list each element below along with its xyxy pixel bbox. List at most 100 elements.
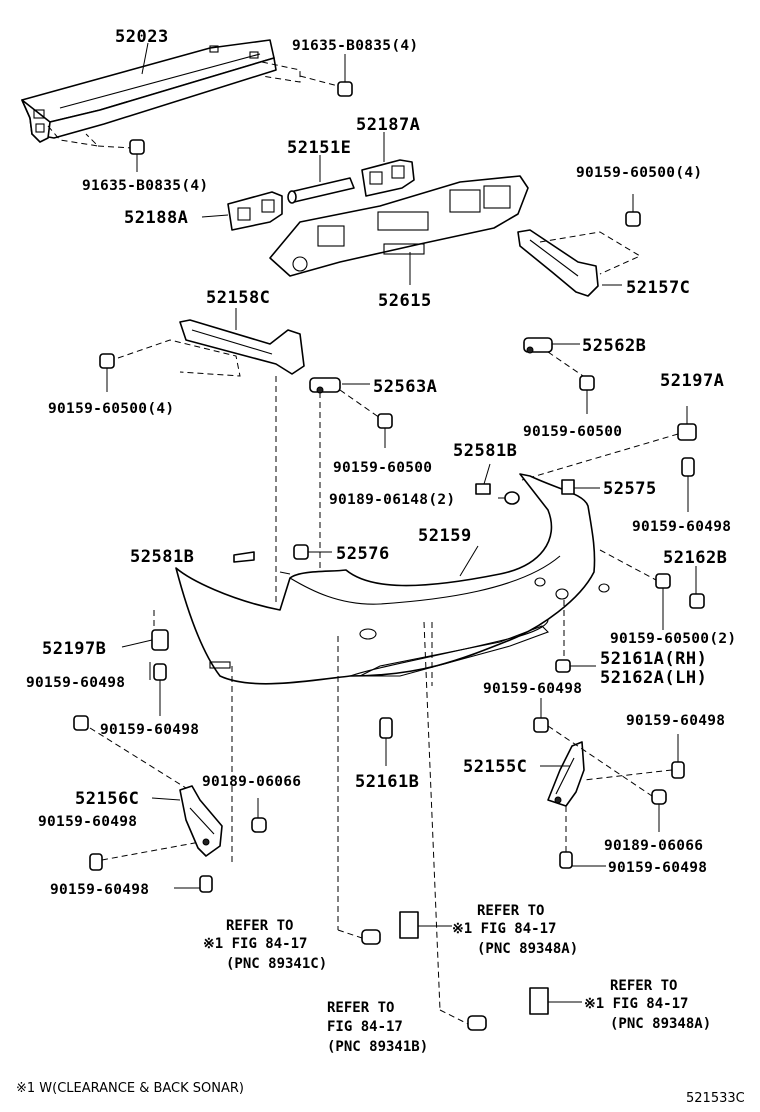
refer-line: REFER TO bbox=[327, 1000, 394, 1016]
sonar-sensor-drawing bbox=[467, 1015, 487, 1031]
bolt-drawing bbox=[625, 194, 641, 227]
sensor-52563A-drawing bbox=[309, 377, 341, 394]
sonar-sensor-drawing bbox=[361, 929, 381, 945]
clip-90189-drawing bbox=[651, 789, 667, 832]
figure-id: 521533C bbox=[686, 1091, 745, 1106]
refer-line: FIG 84-17 bbox=[327, 1019, 403, 1035]
label-52563A: 52563A bbox=[373, 377, 437, 397]
bracket-52187A-drawing bbox=[361, 159, 415, 197]
label-52581B-left: 52581B bbox=[130, 547, 194, 567]
label-52161B: 52161B bbox=[355, 772, 419, 792]
screw-drawing bbox=[681, 457, 695, 512]
bolt-drawing bbox=[533, 698, 549, 733]
label-52576: 52576 bbox=[336, 544, 390, 564]
screw-drawing bbox=[153, 663, 167, 716]
bumper-cover-52159-drawing bbox=[175, 473, 610, 685]
energy-absorber-drawing bbox=[269, 175, 529, 277]
label-91635-B0835-bottom: 91635-B0835(4) bbox=[82, 178, 208, 194]
label-52615: 52615 bbox=[378, 291, 432, 311]
refer-line: REFER TO bbox=[610, 978, 677, 994]
refer-line: REFER TO bbox=[477, 903, 544, 919]
bracket-52581B-left-drawing bbox=[233, 551, 255, 563]
clip-90189-drawing bbox=[251, 798, 267, 833]
clip-90189-drawing bbox=[504, 491, 520, 505]
label-52023: 52023 bbox=[115, 27, 169, 47]
label-52188A: 52188A bbox=[124, 208, 188, 228]
cap-52161A-drawing bbox=[555, 659, 571, 673]
label-90189-06148: 90189-06148(2) bbox=[329, 492, 455, 508]
screw-drawing bbox=[199, 875, 213, 893]
label-90159-60500-4-left: 90159-60500(4) bbox=[48, 401, 174, 417]
refer-line: (PNC 89341C) bbox=[226, 956, 327, 972]
screw-52161B-drawing bbox=[379, 717, 393, 766]
bracket-52188A-drawing bbox=[227, 191, 283, 231]
retainer-52576-drawing bbox=[293, 544, 309, 560]
bolt-drawing bbox=[377, 413, 393, 448]
label-52197B: 52197B bbox=[42, 639, 106, 659]
label-52162B: 52162B bbox=[663, 548, 727, 568]
label-52159: 52159 bbox=[418, 526, 472, 546]
label-90189-06066-right: 90189-06066 bbox=[604, 838, 703, 854]
refer-line: (PNC 89348A) bbox=[610, 1016, 711, 1032]
label-90159-60498-d: 90159-60498 bbox=[100, 722, 199, 738]
footnote: ※1 W(CLEARANCE & BACK SONAR) bbox=[16, 1081, 244, 1096]
refer-line: (PNC 89348A) bbox=[477, 941, 578, 957]
refer-line: REFER TO bbox=[226, 918, 293, 934]
bracket-52581B-top-drawing bbox=[475, 483, 491, 495]
bracket-52156C-drawing bbox=[179, 785, 223, 857]
bracket-52155C-drawing bbox=[547, 741, 585, 807]
bolt-drawing bbox=[73, 715, 89, 731]
clip-52197B-drawing bbox=[151, 629, 169, 651]
refer-line: (PNC 89341B) bbox=[327, 1039, 428, 1055]
label-52161A-RH: 52161A(RH) bbox=[600, 649, 707, 669]
side-bracket-52157C-drawing bbox=[517, 229, 599, 297]
label-90159-60500-2: 90159-60500(2) bbox=[610, 631, 736, 647]
screw-drawing bbox=[671, 734, 685, 779]
label-52197A: 52197A bbox=[660, 371, 724, 391]
side-bracket-52158C-drawing bbox=[179, 319, 305, 375]
screw-drawing bbox=[559, 851, 573, 869]
retainer-52575-drawing bbox=[561, 479, 575, 495]
refer-line: ※1 FIG 84-17 bbox=[203, 936, 307, 952]
bolt-drawing bbox=[655, 573, 671, 630]
clip-52197A-drawing bbox=[677, 406, 697, 441]
refer-line: ※1 FIG 84-17 bbox=[452, 921, 556, 937]
label-52151E: 52151E bbox=[287, 138, 351, 158]
screw-drawing bbox=[89, 853, 103, 871]
label-52562B: 52562B bbox=[582, 336, 646, 356]
label-52581B-top: 52581B bbox=[453, 441, 517, 461]
reinforcement-beam-drawing bbox=[21, 39, 277, 143]
sensor-52562B-drawing bbox=[523, 337, 553, 354]
bolt-drawing bbox=[579, 375, 595, 414]
label-90189-06066-left: 90189-06066 bbox=[202, 774, 301, 790]
bolt-drawing bbox=[337, 74, 353, 97]
label-52156C: 52156C bbox=[75, 789, 139, 809]
label-52158C: 52158C bbox=[206, 288, 270, 308]
label-52157C: 52157C bbox=[626, 278, 690, 298]
label-90159-60498-f: 90159-60498 bbox=[38, 814, 137, 830]
label-52155C: 52155C bbox=[463, 757, 527, 777]
refer-line: ※1 FIG 84-17 bbox=[584, 996, 688, 1012]
label-90159-60498-g: 90159-60498 bbox=[608, 860, 707, 876]
refer-note-89348A-a: REFER TO ※1 FIG 84-17 (PNC 89348A) bbox=[452, 903, 578, 957]
cap-52162B-drawing bbox=[689, 593, 705, 609]
sonar-bracket-drawing bbox=[529, 987, 549, 1015]
label-90159-60500-a: 90159-60500 bbox=[523, 424, 622, 440]
sonar-bracket-drawing bbox=[399, 911, 419, 939]
label-52187A: 52187A bbox=[356, 115, 420, 135]
label-90159-60498-b: 90159-60498 bbox=[26, 675, 125, 691]
label-90159-60498-h: 90159-60498 bbox=[50, 882, 149, 898]
label-91635-B0835-top: 91635-B0835(4) bbox=[292, 38, 418, 54]
refer-note-89341B: REFER TO FIG 84-17 (PNC 89341B) bbox=[327, 1000, 428, 1055]
label-90159-60500-b: 90159-60500 bbox=[333, 460, 432, 476]
bolt-drawing bbox=[129, 139, 145, 172]
label-52162A-LH: 52162A(LH) bbox=[600, 668, 707, 688]
refer-note-89348A-b: REFER TO ※1 FIG 84-17 (PNC 89348A) bbox=[584, 978, 711, 1032]
label-90159-60498-c: 90159-60498 bbox=[483, 681, 582, 697]
label-90159-60500-4-right: 90159-60500(4) bbox=[576, 165, 702, 181]
label-52575: 52575 bbox=[603, 479, 657, 499]
label-90159-60498-a: 90159-60498 bbox=[632, 519, 731, 535]
refer-note-89341C: REFER TO ※1 FIG 84-17 (PNC 89341C) bbox=[203, 918, 327, 972]
bolt-drawing bbox=[99, 353, 115, 392]
